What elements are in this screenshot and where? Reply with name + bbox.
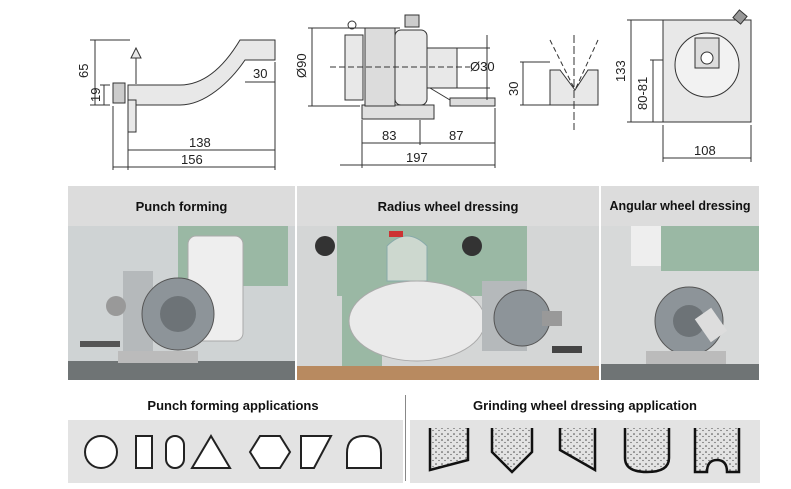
dim-30-vblock: 30: [506, 82, 521, 96]
dim-diameter-90: Ø90: [294, 53, 309, 78]
header-angular-dressing: Angular wheel dressing: [601, 186, 759, 226]
dim-19: 19: [88, 88, 103, 102]
circle-shape: [84, 435, 118, 469]
arm-outline: [127, 39, 276, 106]
punch-shapes-panel: [68, 420, 403, 483]
side-base: [361, 104, 435, 120]
wheel-profile-notch: [693, 428, 741, 474]
arch-shape: [346, 434, 382, 469]
divider: [405, 395, 406, 481]
photo-radius-dressing: [297, 226, 599, 380]
dim-108: 108: [694, 143, 716, 158]
header-punch-forming: Punch forming: [68, 186, 295, 226]
photo-angular-dressing: [601, 226, 759, 380]
trapezoid-shape: [300, 435, 333, 469]
rounded-slot-shape: [165, 435, 185, 469]
dim-65: 65: [76, 64, 91, 78]
hexagon-shape: [248, 435, 292, 469]
grinding-shapes-panel: [410, 420, 760, 483]
wheel-profile-round: [623, 428, 671, 474]
wheel-profile-angled: [558, 428, 597, 473]
wheel-profile-v: [490, 428, 534, 474]
rectangle-shape: [135, 435, 153, 469]
grinding-applications-title: Grinding wheel dressing application: [473, 397, 697, 413]
dim-133: 133: [613, 60, 628, 82]
photo-punch-forming: [68, 226, 295, 380]
punch-applications-title: Punch forming applications: [147, 397, 319, 413]
dim-197: 197: [406, 150, 428, 165]
wheel-profile-slanted: [428, 428, 470, 472]
v-block: [549, 69, 599, 106]
arm-block: [112, 82, 126, 104]
triangle-shape: [190, 434, 232, 469]
dim-diameter-30: Ø30: [470, 59, 495, 74]
dim-30-arm: 30: [253, 66, 267, 81]
dim-83: 83: [382, 128, 396, 143]
technical-drawings: 65 19 30 138 156 Ø90 Ø30 83 87 197 30 13…: [76, 9, 752, 170]
arm-stem: [127, 99, 137, 133]
header-radius-dressing: Radius wheel dressing: [297, 186, 599, 226]
dim-87: 87: [449, 128, 463, 143]
dim-156: 156: [181, 152, 203, 167]
dim-80-81: 80-81: [635, 77, 650, 110]
dim-138: 138: [189, 135, 211, 150]
